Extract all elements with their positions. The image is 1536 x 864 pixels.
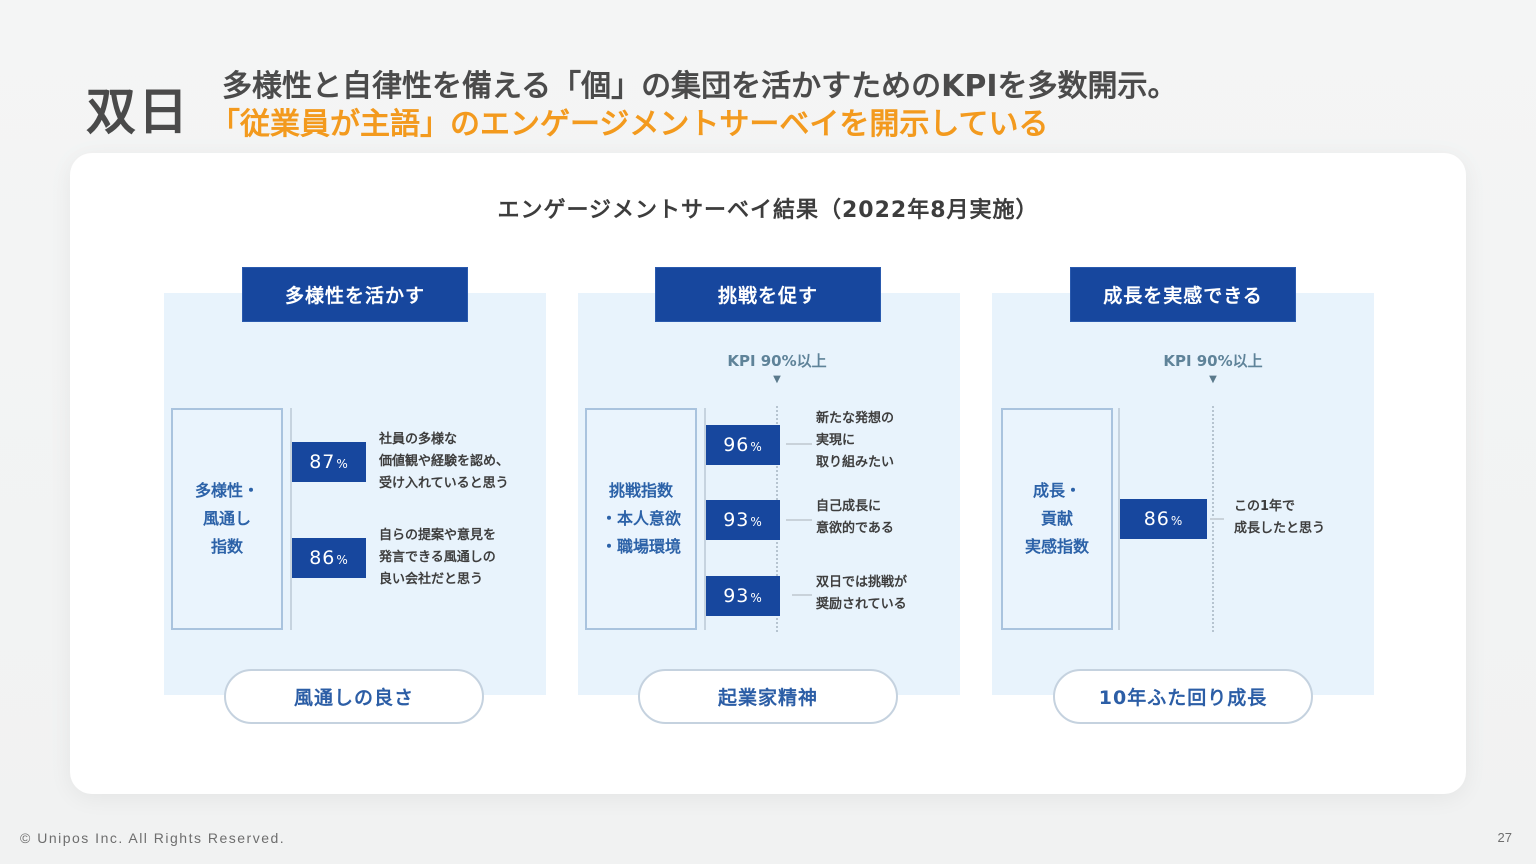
page-number: 27 <box>1497 830 1512 845</box>
score-value: 93 <box>723 585 750 607</box>
connector-line <box>786 519 812 521</box>
score-value: 93 <box>723 509 750 531</box>
score-value: 86 <box>1143 508 1170 530</box>
score-bar: 93% <box>706 500 780 540</box>
connector-line <box>786 443 812 445</box>
outcome-pill-entrepreneurship: 起業家精神 <box>638 669 898 724</box>
item-description: 社員の多様な 価値観や経験を認め、 受け入れていると思う <box>379 432 510 491</box>
score-bar: 87% <box>292 442 366 482</box>
connector-line <box>792 594 812 596</box>
panel-tab-growth: 成長を実感できる <box>1070 267 1296 322</box>
item-description: この1年で 成長したと思う <box>1234 499 1326 536</box>
score-bar: 96% <box>706 425 780 465</box>
company-name: 双日 <box>86 83 190 141</box>
headline: 多様性と自律性を備える「個」の集団を活かすためのKPIを多数開示。 「従業員が主… <box>210 68 1178 144</box>
kpi-text: KPI 90%以上 <box>727 352 827 370</box>
panel-tab-challenge: 挑戦を促す <box>655 267 881 322</box>
score-unit: % <box>750 440 763 454</box>
panel-tab-diversity: 多様性を活かす <box>242 267 468 322</box>
score-bar: 93% <box>706 576 780 616</box>
down-triangle-icon: ▼ <box>773 374 781 385</box>
index-box-challenge: 挑戦指数 ・本人意欲 ・職場環境 <box>585 408 697 630</box>
score-unit: % <box>1170 514 1184 528</box>
headline-line-2: 「従業員が主語」のエンゲージメントサーベイを開示している <box>210 107 1049 142</box>
axis-line <box>1118 408 1120 630</box>
score-bar: 86% <box>292 538 366 578</box>
score-unit: % <box>750 591 763 605</box>
item-description: 双日では挑戦が 奨励されている <box>816 575 908 612</box>
score-unit: % <box>336 553 349 567</box>
kpi-text: KPI 90%以上 <box>1163 352 1263 370</box>
item-description: 自己成長に 意欲的である <box>816 499 894 536</box>
axis-line <box>290 408 292 630</box>
item-description: 自らの提案や意見を 発言できる風通しの 良い会社だと思う <box>379 528 497 587</box>
item-description: 新たな発想の 実現に 取り組みたい <box>816 411 895 470</box>
score-unit: % <box>750 515 763 529</box>
kpi-threshold-label: KPI 90%以上 ▼ <box>697 350 857 386</box>
outcome-pill-growth: 10年ふた回り成長 <box>1053 669 1313 724</box>
headline-line-1: 多様性と自律性を備える「個」の集団を活かすためのKPIを多数開示。 <box>222 69 1178 104</box>
score-bar: 86% <box>1120 499 1207 539</box>
copyright: © Unipos Inc. All Rights Reserved. <box>20 830 286 846</box>
connector-line <box>1210 518 1224 520</box>
index-box-growth: 成長・ 貢献 実感指数 <box>1001 408 1113 630</box>
score-unit: % <box>336 457 349 471</box>
score-value: 86 <box>309 547 336 569</box>
index-box-diversity: 多様性・ 風通し 指数 <box>171 408 283 630</box>
kpi-threshold-label: KPI 90%以上 ▼ <box>1133 350 1293 386</box>
outcome-pill-diversity: 風通しの良さ <box>224 669 484 724</box>
down-triangle-icon: ▼ <box>1209 374 1217 385</box>
score-value: 87 <box>309 451 336 473</box>
axis-line <box>704 408 706 630</box>
card-title: エンゲージメントサーベイ結果（2022年8月実施） <box>497 198 1039 223</box>
score-value: 96 <box>723 434 750 456</box>
